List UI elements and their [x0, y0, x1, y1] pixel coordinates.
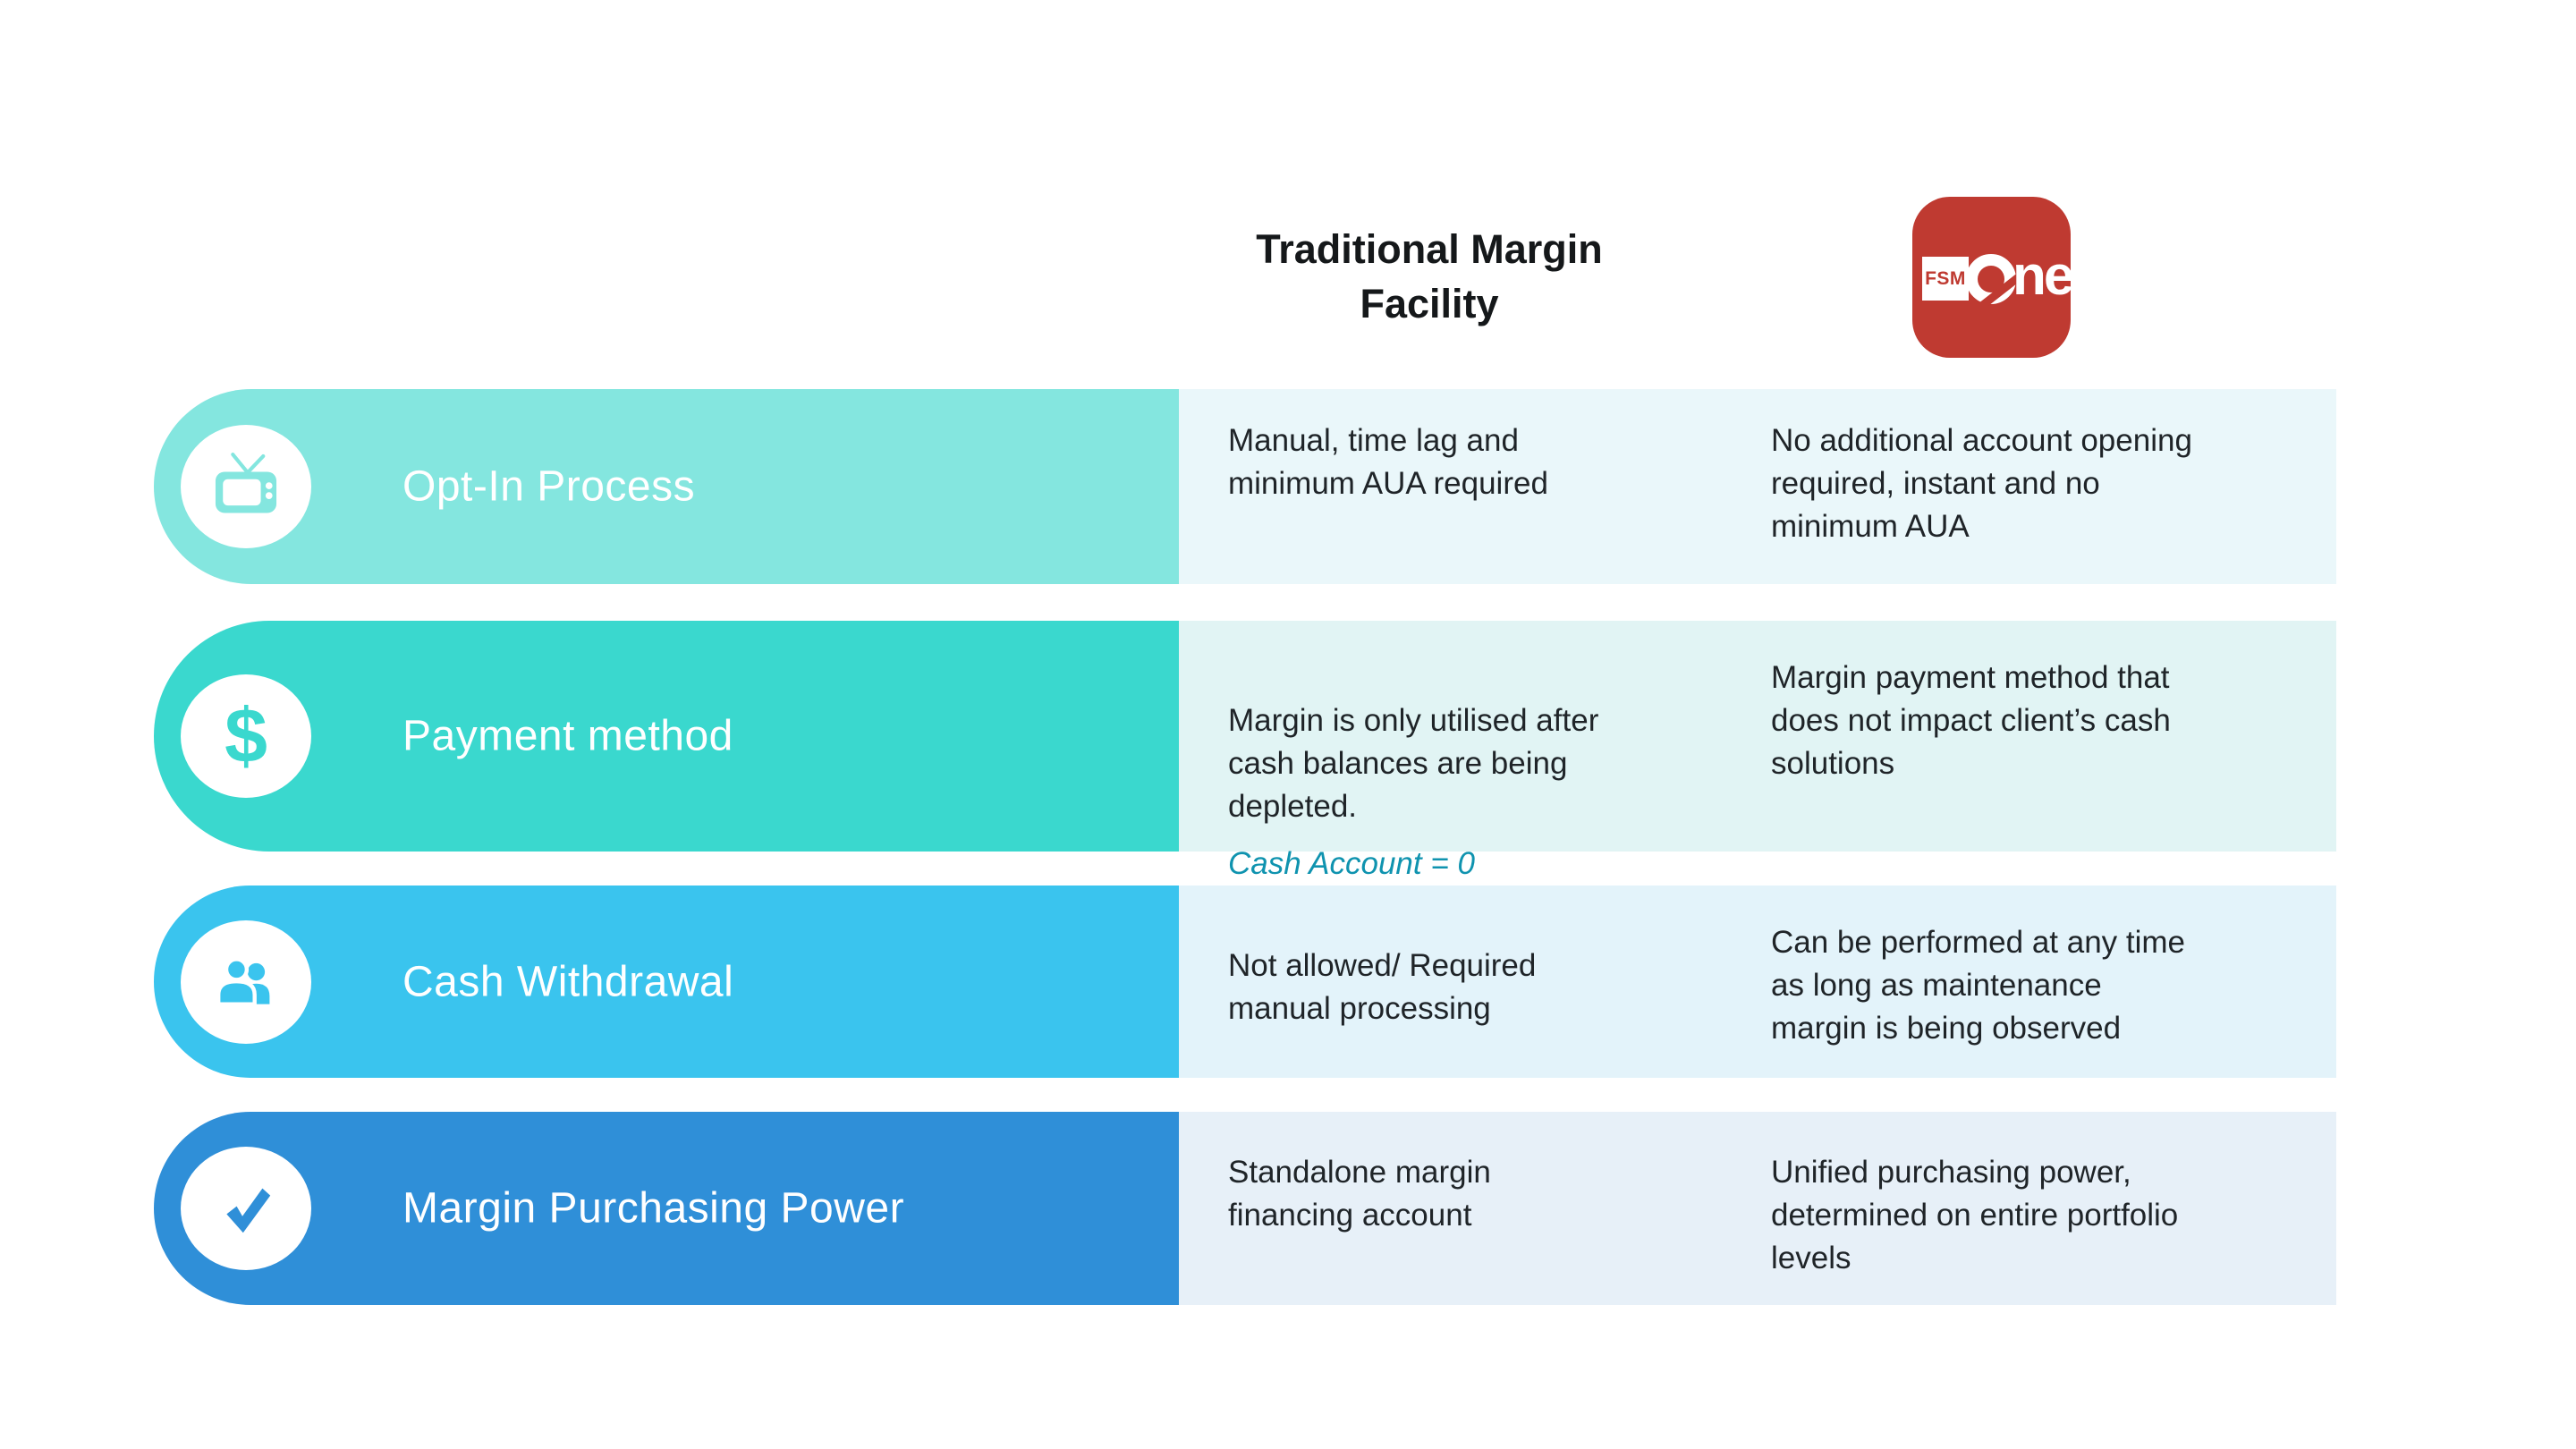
fsmone-logo: FSM ne [1912, 197, 2074, 358]
row-icon-circle [181, 1147, 311, 1270]
row-label: Cash Withdrawal [402, 958, 734, 1005]
row-panel [1179, 886, 2336, 1078]
row-label: Margin Purchasing Power [402, 1184, 905, 1233]
cash-account-note: Cash Account = 0 [1228, 846, 1475, 881]
row-header-bar: Opt-In Process [154, 389, 1179, 584]
table-row-margin-purchasing-power: Margin Purchasing Power Standalone margi… [0, 1112, 2576, 1305]
fsmone-logo-o-ring [1966, 254, 2028, 312]
people-icon [207, 943, 285, 1021]
cell-fsmone: No additional account opening required, … [1771, 423, 2192, 544]
row-panel [1179, 389, 2336, 584]
fsmone-logo-fsm-text: FSM [1925, 267, 1966, 289]
table-row-cash-withdrawal: Cash Withdrawal Not allowed/ Required ma… [0, 886, 2576, 1078]
row-label: Payment method [402, 712, 733, 760]
row-header-bar: $ Payment method [154, 621, 1179, 852]
row-icon-circle: $ [181, 674, 311, 798]
tv-icon [205, 445, 287, 528]
row-label: Opt-In Process [402, 462, 696, 511]
row-header-bar: Cash Withdrawal [154, 886, 1179, 1078]
cell-traditional: Manual, time lag and minimum AUA require… [1228, 423, 1548, 501]
cell-traditional-text: Margin is only utilised after cash balan… [1228, 703, 1599, 824]
cell-fsmone: Can be performed at any time as long as … [1771, 925, 2186, 1046]
dollar-icon: $ [225, 693, 267, 779]
cell-traditional: Not allowed/ Required manual processing [1228, 948, 1537, 1026]
check-icon [210, 1173, 282, 1244]
table-row-payment-method: $ Payment method Margin is only utilised… [0, 621, 2576, 881]
row-icon-circle [181, 425, 311, 548]
fsmone-logo-fsm-box: FSM [1922, 257, 1969, 301]
cell-fsmone: Unified purchasing power, determined on … [1771, 1155, 2179, 1275]
cell-fsmone: Margin payment method that does not impa… [1771, 660, 2171, 781]
cell-traditional: Standalone margin financing account [1228, 1155, 1491, 1233]
table-row-opt-in-process: Opt-In Process Manual, time lag and mini… [0, 389, 2576, 584]
row-panel [1179, 1112, 2336, 1305]
fsmone-logo-ne-text: ne [2012, 245, 2074, 307]
row-panel [1179, 621, 2336, 852]
row-header-bar: Margin Purchasing Power [154, 1112, 1179, 1305]
row-icon-circle [181, 919, 311, 1044]
cell-traditional: Margin is only utilised after cash balan… [1228, 621, 1716, 881]
column-header-traditional: Traditional Margin Facility [1256, 226, 1603, 326]
